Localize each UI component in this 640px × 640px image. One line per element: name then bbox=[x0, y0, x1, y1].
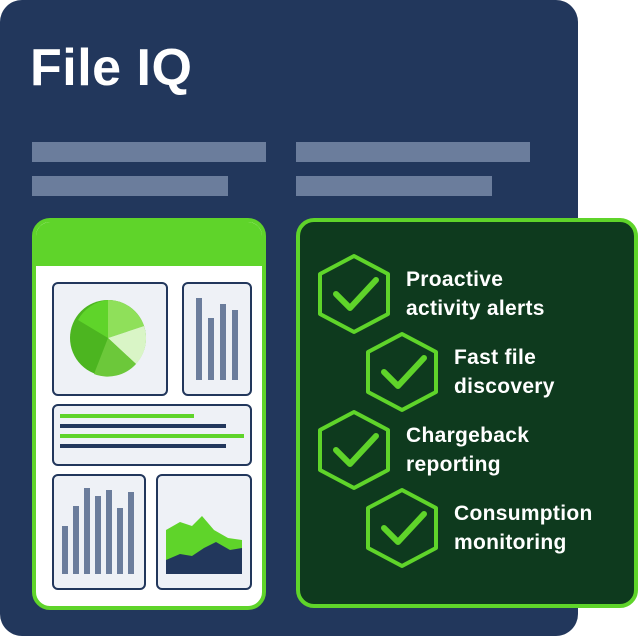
feature-item: Fast file discovery bbox=[362, 330, 555, 414]
feature-label: Proactive activity alerts bbox=[406, 268, 545, 320]
feature-label: Consumption monitoring bbox=[454, 502, 593, 554]
chart-bar bbox=[106, 490, 112, 574]
area-chart-icon bbox=[166, 516, 242, 574]
dashboard-header-bar bbox=[36, 222, 262, 266]
feature-label: Chargeback reporting bbox=[406, 424, 530, 476]
chart-bar bbox=[117, 508, 123, 574]
pie-chart-tile bbox=[52, 282, 168, 396]
feature-item: Proactive activity alerts bbox=[314, 252, 545, 336]
chart-bar bbox=[220, 304, 226, 380]
page-title: File IQ bbox=[30, 39, 193, 97]
placeholder-text-bar bbox=[32, 176, 228, 196]
chart-bar bbox=[84, 488, 90, 574]
chart-bar bbox=[128, 492, 134, 574]
blue-line bbox=[60, 444, 226, 448]
green-line bbox=[60, 434, 244, 438]
green-line bbox=[60, 414, 194, 418]
feature-item: Chargeback reporting bbox=[314, 408, 529, 492]
placeholder-text-bar bbox=[296, 142, 530, 162]
chart-bar bbox=[73, 506, 79, 574]
placeholder-text-bar bbox=[296, 176, 492, 196]
feature-label: Fast file discovery bbox=[454, 346, 555, 398]
bar-chart-tile bbox=[52, 474, 146, 590]
blue-line bbox=[60, 424, 226, 428]
feature-item: Consumption monitoring bbox=[362, 486, 593, 570]
hexagon-check-icon bbox=[366, 332, 438, 412]
placeholder-text-bar bbox=[32, 142, 266, 162]
text-lines-tile bbox=[52, 404, 252, 466]
chart-bar bbox=[62, 526, 68, 574]
hexagon-check-icon bbox=[318, 254, 390, 334]
features-card: Proactive activity alerts Fast file disc… bbox=[296, 218, 638, 608]
dashboard-illustration bbox=[32, 218, 266, 610]
pie-chart-icon bbox=[70, 300, 147, 377]
chart-bar bbox=[208, 318, 214, 380]
bar-chart-tile bbox=[182, 282, 252, 396]
chart-bar bbox=[196, 298, 202, 380]
hexagon-check-icon bbox=[318, 410, 390, 490]
area-chart-tile bbox=[156, 474, 252, 590]
hexagon-check-icon bbox=[366, 488, 438, 568]
chart-bar bbox=[95, 496, 101, 574]
chart-bar bbox=[232, 310, 238, 380]
